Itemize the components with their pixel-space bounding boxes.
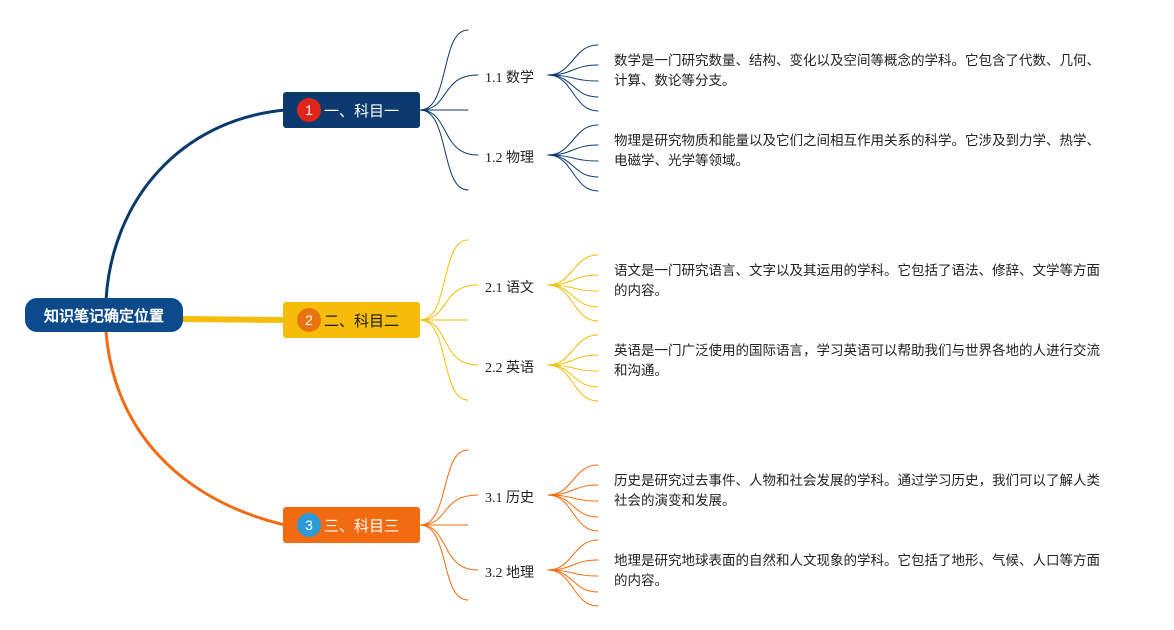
fan-line: [419, 109, 469, 191]
root-link-2: [180, 316, 288, 323]
topic-chinese[interactable]: 2.1 语文: [485, 281, 534, 296]
fan-line: [419, 109, 479, 156]
description-physics: 物理是研究物质和能量以及它们之间相互作用关系的科学。它涉及到力学、热学、电磁学、…: [614, 133, 1100, 168]
fan-line: [419, 524, 479, 571]
fan-line: [419, 319, 479, 366]
branch-node-3[interactable]: 3 三、科目三: [283, 507, 420, 543]
desc-fan-line: [547, 124, 599, 156]
topic-physics[interactable]: 1.2 物理: [485, 151, 534, 166]
branch-label: 一、科目一: [324, 102, 400, 120]
topic-geography[interactable]: 3.2 地理: [485, 566, 534, 581]
desc-fan-line: [547, 464, 599, 496]
topic-english[interactable]: 2.2 英语: [485, 361, 534, 376]
topic-history[interactable]: 3.1 历史: [485, 491, 534, 506]
fan-line: [419, 494, 479, 526]
desc-fan-line: [547, 569, 599, 607]
root-label: 知识笔记确定位置: [43, 307, 164, 325]
branch-node-1[interactable]: 1 一、科目一: [283, 92, 420, 128]
desc-fan-line: [547, 364, 599, 402]
root-link-1: [104, 108, 287, 302]
branch-label: 三、科目三: [324, 517, 400, 535]
fan-line: [419, 239, 469, 321]
description-geography: 地理是研究地球表面的自然和人文现象的学科。它包括了地形、气候、人口等方面的内容。: [614, 553, 1100, 588]
description-history: 历史是研究过去事件、人物和社会发展的学科。通过学习历史，我们可以了解人类社会的演…: [614, 473, 1100, 508]
desc-fan-line: [547, 334, 599, 366]
fan-line: [419, 74, 479, 111]
desc-fan-line: [547, 539, 599, 571]
number-badge: 3: [297, 513, 321, 537]
fan-line: [419, 524, 469, 601]
desc-fan-line: [547, 284, 599, 322]
desc-fan-line: [547, 254, 599, 286]
fan-line: [419, 284, 479, 321]
fan-line: [419, 319, 469, 401]
fan-line: [419, 29, 469, 111]
branch-label: 二、科目二: [324, 312, 400, 330]
number-badge: 2: [297, 308, 321, 332]
root-link-3: [104, 330, 287, 527]
topic-math[interactable]: 1.1 数学: [485, 71, 534, 86]
description-chinese: 语文是一门研究语言、文字以及其运用的学科。它包括了语法、修辞、文学等方面的内容。: [614, 263, 1100, 298]
description-english: 英语是一门广泛使用的国际语言，学习英语可以帮助我们与世界各地的人进行交流和沟通。: [614, 343, 1100, 378]
desc-fan-line: [547, 44, 599, 76]
root-node[interactable]: 知识笔记确定位置: [25, 298, 183, 332]
fan-line: [419, 449, 469, 526]
desc-fan-line: [547, 154, 599, 192]
branch-node-2[interactable]: 2 二、科目二: [283, 302, 420, 338]
number-badge: 1: [297, 98, 321, 122]
desc-fan-line: [547, 74, 599, 112]
desc-fan-line: [547, 494, 599, 532]
description-math: 数学是一门研究数量、结构、变化以及空间等概念的学科。它包含了代数、几何、计算、数…: [614, 53, 1100, 88]
